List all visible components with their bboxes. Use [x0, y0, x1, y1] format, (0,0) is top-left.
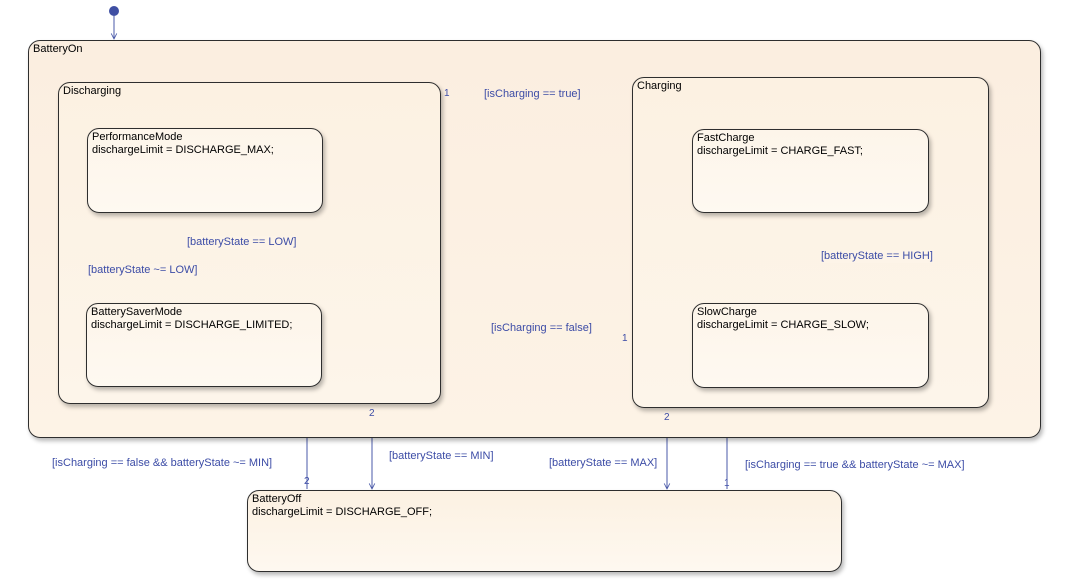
- priority-charging-to-discharging: 1: [622, 333, 628, 344]
- priority-off-to-discharging: 2: [304, 476, 310, 487]
- state-battery-saver-mode[interactable]: BatterySaverMode dischargeLimit = DISCHA…: [86, 303, 322, 387]
- state-entry-action: dischargeLimit = DISCHARGE_OFF;: [252, 506, 433, 518]
- state-name: Discharging: [63, 85, 122, 97]
- state-performance-mode[interactable]: PerformanceMode dischargeLimit = DISCHAR…: [87, 128, 323, 213]
- state-entry-action: dischargeLimit = DISCHARGE_LIMITED;: [91, 319, 293, 331]
- state-entry-action: dischargeLimit = CHARGE_FAST;: [697, 145, 863, 157]
- priority-discharging-to-charging: 1: [444, 88, 450, 99]
- state-entry-action: dischargeLimit = CHARGE_SLOW;: [697, 319, 869, 331]
- priority-off-to-charging: 1: [724, 478, 730, 489]
- guard-off-to-discharging[interactable]: [isCharging == false && batteryState ~= …: [52, 457, 273, 469]
- guard-saver-to-performance[interactable]: [batteryState ~= LOW]: [87, 264, 199, 277]
- state-name: BatteryOn: [33, 43, 83, 55]
- guard-performance-to-saver[interactable]: [batteryState == LOW]: [186, 236, 298, 249]
- guard-fast-to-slow[interactable]: [batteryState == HIGH]: [820, 250, 934, 263]
- guard-charging-to-discharging[interactable]: [isCharging == false]: [491, 322, 592, 334]
- state-name: BatterySaverMode: [91, 306, 183, 318]
- state-name: SlowCharge: [697, 306, 757, 318]
- state-name: PerformanceMode: [92, 131, 183, 143]
- priority-discharging-to-off: 2: [369, 408, 375, 419]
- guard-off-to-charging[interactable]: [isCharging == true && batteryState ~= M…: [745, 459, 965, 471]
- state-name: BatteryOff: [252, 493, 302, 505]
- state-slow-charge[interactable]: SlowCharge dischargeLimit = CHARGE_SLOW;: [692, 303, 929, 388]
- guard-discharging-to-off[interactable]: [batteryState == MIN]: [389, 450, 494, 462]
- state-battery-off[interactable]: BatteryOff dischargeLimit = DISCHARGE_OF…: [247, 490, 842, 572]
- state-fast-charge[interactable]: FastCharge dischargeLimit = CHARGE_FAST;: [692, 129, 929, 213]
- state-name: FastCharge: [697, 132, 755, 144]
- state-entry-action: dischargeLimit = DISCHARGE_MAX;: [92, 144, 274, 156]
- guard-discharging-to-charging[interactable]: [isCharging == true]: [484, 88, 581, 100]
- default-transition-dot-top[interactable]: [109, 6, 119, 16]
- priority-charging-to-off: 2: [664, 412, 670, 423]
- guard-charging-to-off[interactable]: [batteryState == MAX]: [549, 457, 658, 469]
- state-name: Charging: [637, 80, 682, 92]
